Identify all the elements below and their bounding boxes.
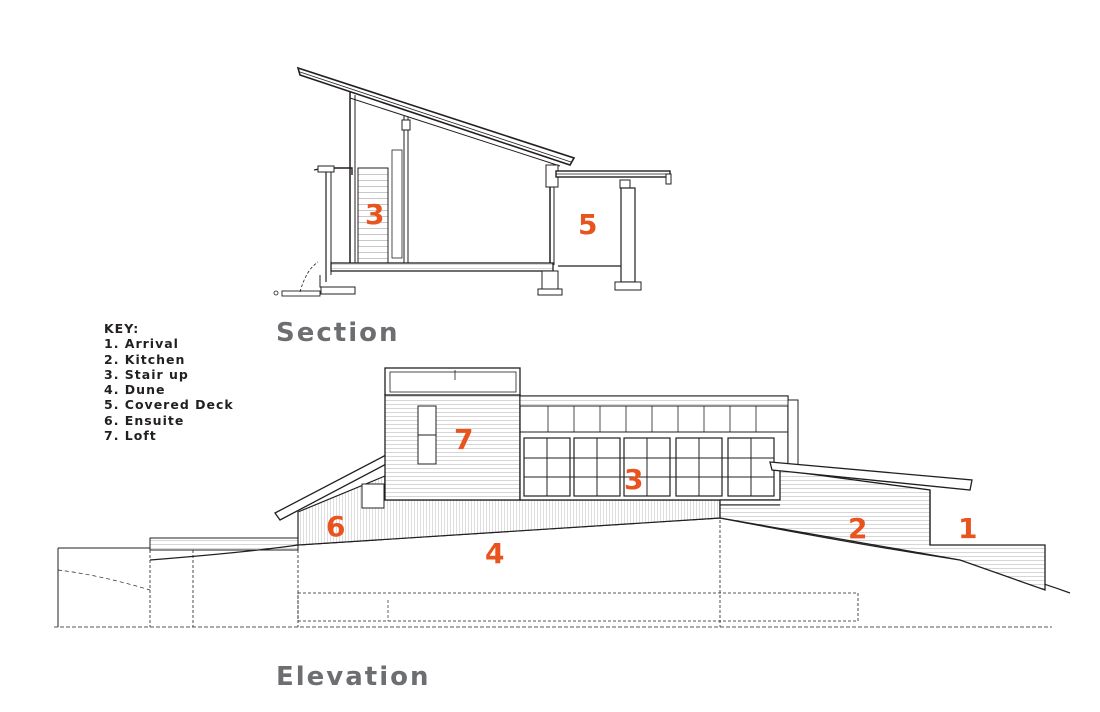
section-stair: [357, 167, 389, 266]
elevation-label-arrival: 1: [958, 512, 977, 545]
elevation-label-ensuite: 6: [326, 510, 345, 543]
key-heading: KEY:: [104, 321, 140, 336]
elevation-glazed-block: [519, 395, 799, 501]
key-item-covered-deck: 5. Covered Deck: [104, 397, 234, 413]
elevation-drawing: [54, 367, 1071, 628]
elevation-label-kitchen: 2: [848, 512, 867, 545]
section-roof: [296, 66, 576, 167]
key-item-dune: 4. Dune: [104, 382, 166, 398]
section-label-deck: 5: [578, 208, 597, 241]
key-item-loft: 7. Loft: [104, 428, 157, 444]
key-item-kitchen: 2. Kitchen: [104, 351, 186, 367]
section-label-stair: 3: [365, 198, 384, 231]
elevation-label-stair: 3: [624, 463, 643, 496]
elevation-label-dune: 4: [485, 537, 504, 570]
section-deck-roof: [555, 170, 672, 189]
key-item-stair-up: 3. Stair up: [104, 366, 189, 382]
elevation-label-loft: 7: [454, 423, 473, 456]
section-deck-post: [558, 187, 642, 291]
elevation-title: Elevation: [276, 662, 431, 692]
key-item-arrival: 1. Arrival: [104, 336, 179, 352]
key-item-ensuite: 6. Ensuite: [104, 412, 185, 428]
elevation-kitchen-block: [719, 461, 1046, 591]
elevation-far-left-structure: [57, 537, 299, 627]
section-floor: [273, 261, 563, 297]
section-drawing: [273, 66, 672, 297]
section-left-eave: [313, 165, 353, 282]
section-title: Section: [276, 318, 400, 348]
elevation-loft-block: [384, 367, 521, 501]
key-legend: KEY: 1. Arrival 2. Kitchen 3. Stair up 4…: [104, 321, 234, 443]
